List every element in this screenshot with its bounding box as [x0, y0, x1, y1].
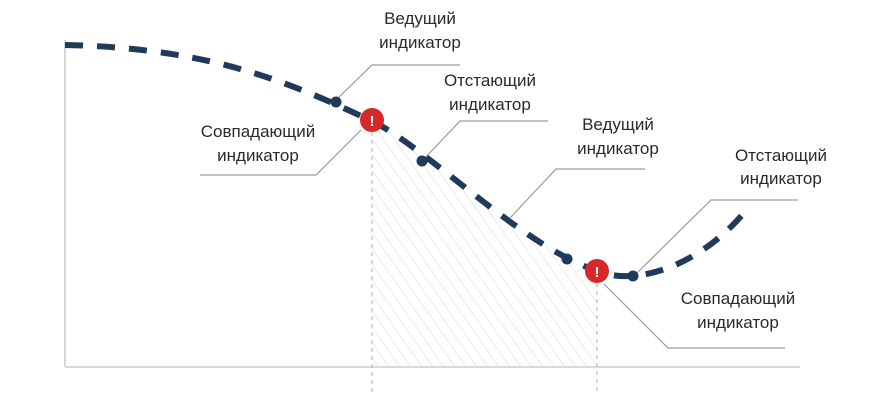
label-coincident-2: Совпадающий индикатор: [681, 289, 796, 332]
callout-line-leading-2: [509, 168, 645, 219]
callout-line-coincident-1: [200, 129, 362, 176]
label-line: Ведущий: [384, 9, 456, 28]
economic-cycle-curve: [64, 42, 751, 280]
lagging-indicator-dot-1: [416, 155, 428, 167]
label-lagging-2: Отстающий индикатор: [735, 146, 827, 188]
label-line: индикатор: [577, 139, 659, 158]
label-line: Совпадающий: [201, 122, 316, 141]
label-line: Отстающий: [444, 71, 536, 90]
callout-line-lagging-1: [422, 120, 548, 161]
label-line: Совпадающий: [681, 289, 796, 308]
lagging-indicator-dot-2: [627, 270, 639, 282]
callout-line-leading-1: [335, 64, 460, 101]
alert-glyph: !: [595, 264, 600, 281]
label-line: индикатор: [217, 146, 299, 165]
callout-line-coincident-2: [603, 283, 785, 349]
leading-indicator-dot-2: [561, 253, 573, 265]
label-line: Отстающий: [735, 146, 827, 165]
label-coincident-1: Совпадающий индикатор: [201, 122, 316, 165]
leading-indicator-dot-1: [330, 96, 342, 108]
label-line: индикатор: [697, 313, 779, 332]
callout-line-lagging-2: [635, 199, 798, 275]
alert-icon: !: [585, 259, 609, 283]
alert-glyph: !: [370, 113, 375, 130]
label-line: индикатор: [740, 169, 822, 188]
label-line: индикатор: [379, 33, 461, 52]
label-line: Ведущий: [582, 115, 654, 134]
alert-icon: !: [360, 108, 384, 132]
label-lagging-1: Отстающий индикатор: [444, 71, 536, 114]
label-leading-2: Ведущий индикатор: [577, 115, 659, 158]
label-line: индикатор: [449, 95, 531, 114]
label-leading-1: Ведущий индикатор: [379, 9, 461, 52]
